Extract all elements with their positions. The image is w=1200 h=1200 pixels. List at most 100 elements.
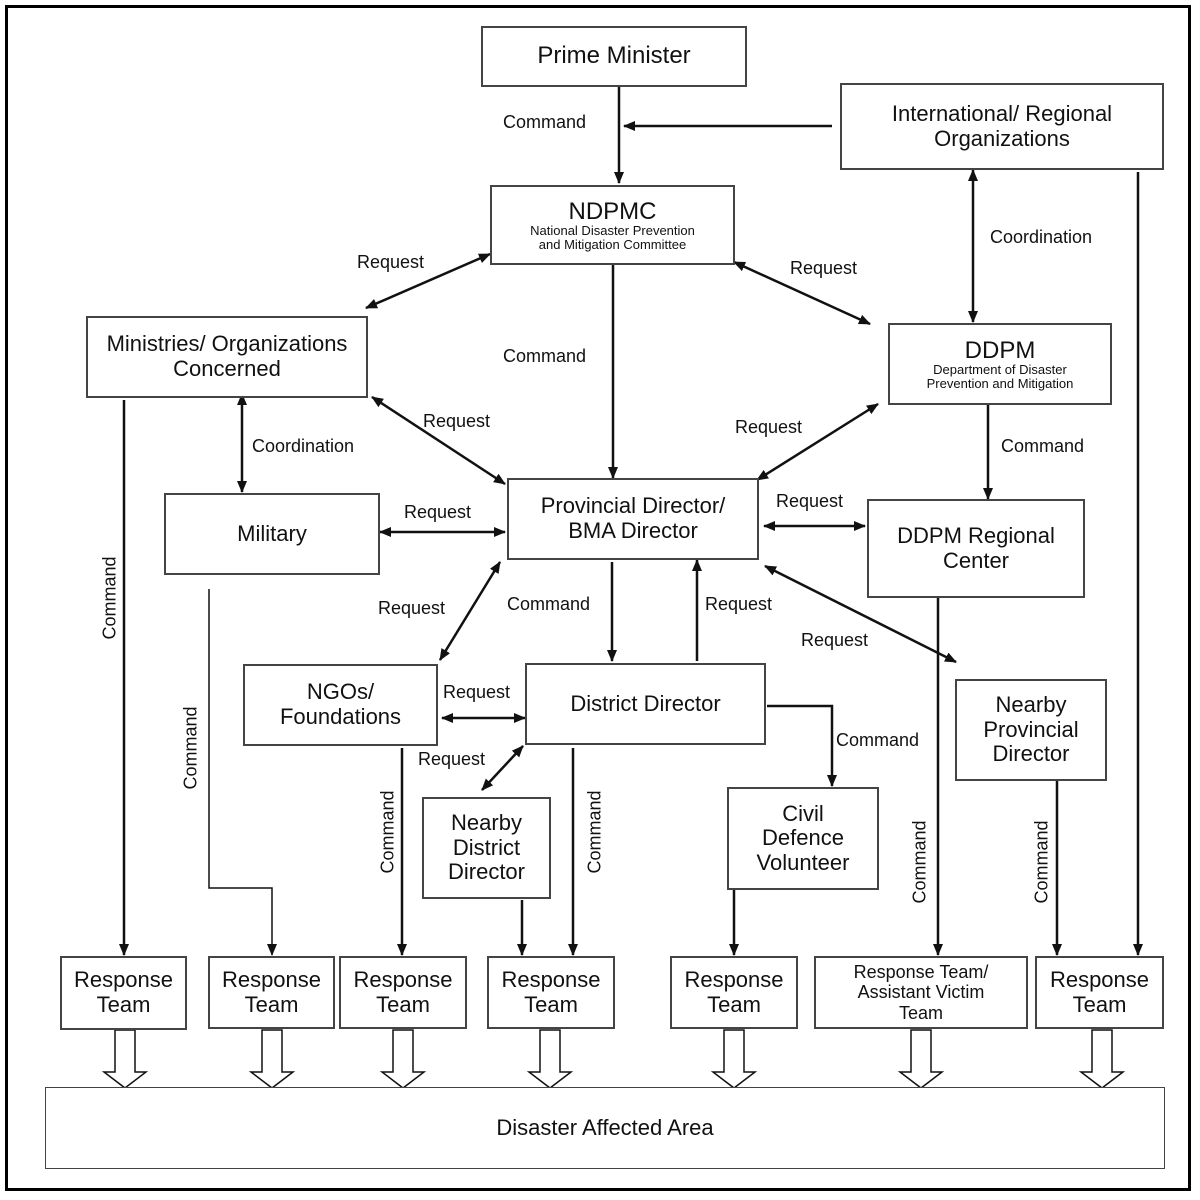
node-label-line: Provincial Director/	[540, 493, 726, 519]
edge-label-command-vertical: Command	[1031, 820, 1052, 904]
node-label-line: Defence	[762, 825, 844, 851]
edge-label-request: Request	[423, 411, 491, 431]
node-district-director: District Director	[525, 663, 766, 745]
edge-label-request: Request	[443, 682, 511, 702]
hollow-arrow-icon	[101, 1029, 149, 1089]
node-response-team: Response Team	[208, 956, 335, 1029]
edge-label-request: Request	[418, 749, 486, 769]
node-label-line: Civil	[782, 800, 824, 826]
node-label-line: Response	[221, 966, 322, 992]
node-nearby-district-director: Nearby District Director	[422, 797, 551, 899]
node-subtitle: National Disaster Prevention	[530, 222, 695, 238]
node-label: District Director	[570, 690, 721, 716]
edge-label-request: Request	[790, 258, 858, 278]
hollow-arrow-icon	[897, 1029, 945, 1089]
node-acronym: DDPM	[964, 336, 1036, 364]
edge-label-request: Request	[776, 491, 844, 511]
node-label-line: Director	[447, 859, 525, 885]
node-acronym: NDPMC	[568, 197, 657, 225]
node-label-line: Volunteer	[756, 849, 850, 875]
edge-ministries-provincial	[371, 395, 506, 486]
node-label-line: Nearby	[995, 692, 1067, 718]
edge-military-response	[208, 589, 277, 956]
node-label-line: NGOs/	[306, 679, 375, 705]
diagram-frame	[5, 5, 1191, 1191]
edge-district-civil	[767, 704, 837, 787]
node-ministries: Ministries/ Organizations Concerned	[86, 316, 368, 398]
edge-district-nearby-district	[481, 745, 524, 791]
edge-label-request: Request	[357, 252, 425, 272]
node-label-line: Director	[992, 741, 1070, 767]
node-label-line: Response	[684, 966, 784, 992]
edge-label-command-vertical: Command	[99, 556, 120, 640]
edge-label-command: Command	[503, 112, 587, 132]
node-label: Prime Minister	[537, 42, 691, 70]
node-civil-defence-volunteer: Civil Defence Volunteer	[727, 787, 879, 890]
node-label-line: Team	[376, 991, 430, 1017]
hollow-arrow-icon	[710, 1029, 758, 1089]
hollow-arrow-icon	[379, 1029, 427, 1089]
edge-provincial-ngos	[438, 561, 502, 661]
edge-label-command: Command	[507, 594, 591, 614]
node-label-line: District	[452, 834, 521, 860]
node-label-line: Nearby	[451, 810, 522, 836]
edge-label-request: Request	[705, 594, 773, 614]
edge-ndpmc-ddpm	[733, 260, 871, 326]
node-label-line: Ministries/ Organizations	[106, 331, 348, 357]
edge-label-command-vertical: Command	[909, 820, 930, 904]
node-military: Military	[164, 493, 380, 575]
node-ngos-foundations: NGOs/ Foundations	[243, 664, 438, 746]
edge-label-command-vertical: Command	[377, 790, 398, 874]
node-label-line: Response	[501, 966, 601, 992]
node-response-team-assistant-victim: Response Team/ Assistant Victim Team	[814, 956, 1028, 1029]
edge-label-command: Command	[503, 346, 587, 366]
node-label-line: Assistant Victim	[857, 982, 985, 1003]
node-provincial-director: Provincial Director/ BMA Director	[507, 478, 759, 560]
edge-label-command-vertical: Command	[180, 706, 201, 790]
edge-label-command: Command	[836, 730, 920, 750]
node-label-line: DDPM Regional	[897, 522, 1055, 548]
edge-label-request: Request	[735, 417, 803, 437]
node-ndpmc: NDPMC National Disaster Prevention and M…	[490, 185, 735, 265]
node-label-line: Response	[353, 966, 453, 992]
node-subtitle: and Mitigation Committee	[538, 236, 687, 252]
node-label-line: Response Team/	[853, 962, 989, 983]
node-label-line: International/ Regional	[891, 100, 1113, 126]
node-label-line: Provincial	[983, 716, 1079, 742]
node-disaster-affected-area: Disaster Affected Area	[45, 1087, 1165, 1169]
node-subtitle: Prevention and Mitigation	[926, 375, 1074, 391]
node-response-team: Response Team	[1035, 956, 1164, 1029]
edge-label-command: Command	[1001, 436, 1085, 456]
node-label-line: Team	[707, 991, 761, 1017]
node-label-line: Team	[524, 991, 578, 1017]
edge-provincial-nearby-provincial	[764, 564, 957, 664]
node-label: Military	[237, 520, 307, 546]
hollow-arrows	[101, 1029, 1126, 1089]
node-label-line: Team	[96, 992, 151, 1017]
node-international-organizations: International/ Regional Organizations	[840, 83, 1164, 170]
node-response-team: Response Team	[487, 956, 615, 1029]
node-label-line: Team	[1072, 991, 1127, 1017]
node-label-line: Response	[73, 967, 174, 993]
node-subtitle: Department of Disaster	[933, 361, 1067, 377]
hollow-arrow-icon	[526, 1029, 574, 1089]
node-label-line: Team	[244, 991, 299, 1017]
node-label-line: Center	[942, 547, 1010, 573]
node-ddpm-regional-center: DDPM Regional Center	[867, 499, 1085, 598]
node-response-team: Response Team	[670, 956, 798, 1029]
node-label-line: Organizations	[934, 125, 1070, 151]
edge-ndpmc-ministries	[365, 252, 491, 310]
edge-label-coordination: Coordination	[990, 227, 1093, 247]
node-label-line: Team	[898, 1002, 943, 1023]
node-nearby-provincial-director: Nearby Provincial Director	[955, 679, 1107, 781]
node-label-line: Response	[1049, 966, 1150, 992]
hollow-arrow-icon	[248, 1029, 296, 1089]
node-prime-minister: Prime Minister	[481, 26, 747, 87]
edge-label-request: Request	[404, 502, 472, 522]
node-label: Disaster Affected Area	[496, 1114, 714, 1140]
edge-label-request: Request	[378, 598, 446, 618]
hollow-arrow-icon	[1078, 1029, 1126, 1089]
node-label-line: Concerned	[173, 356, 281, 381]
node-label-line: BMA Director	[568, 518, 698, 543]
